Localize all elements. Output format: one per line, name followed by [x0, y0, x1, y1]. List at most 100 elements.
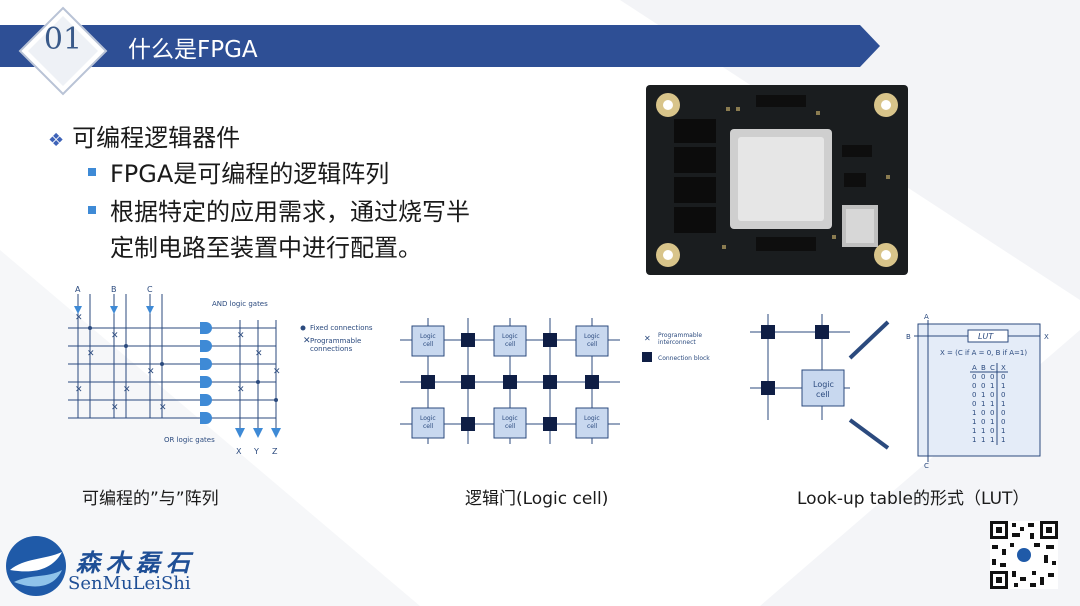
svg-text:X: X: [1044, 333, 1049, 341]
svg-text:✕: ✕: [159, 403, 167, 413]
legend-connections: connections: [310, 345, 353, 353]
pla-input-a: A: [75, 285, 81, 294]
sub-bullet-2: 根据特定的应用需求，通过烧写半: [88, 196, 470, 228]
lut-table-cell: 1: [972, 427, 976, 435]
svg-text:cell: cell: [816, 390, 830, 399]
svg-text:Logic: Logic: [420, 415, 436, 422]
svg-text:✕: ✕: [303, 336, 311, 346]
lut-table-cell: 0: [981, 373, 985, 381]
fpga-board-image: [646, 85, 908, 275]
svg-text:Logic: Logic: [813, 380, 834, 389]
diamond-bullet-icon: ❖: [48, 130, 65, 151]
legend-fixed-connections: Fixed connections: [310, 324, 373, 332]
lut-table-cell: 0: [1001, 373, 1005, 381]
legend-programmable: Programmable: [310, 337, 361, 345]
lut-table-cell: 1: [972, 418, 976, 426]
svg-text:cell: cell: [587, 341, 598, 348]
lut-table-cell: 1: [1001, 382, 1005, 390]
pla-output-y: Y: [253, 447, 259, 456]
svg-text:Logic: Logic: [502, 333, 518, 340]
legend-programmable-interconnect: Programmable: [658, 332, 702, 339]
company-logo: [6, 536, 66, 596]
lut-table-cell: 1: [990, 382, 994, 390]
lut-table-cell: 1: [972, 409, 976, 417]
pla-diagram: ✕ ✕ ✕ ✕ ✕ ✕ ✕ ✕ ✕ ✕ ✕ ✕ ✕ A B C AND logic gates O…: [68, 285, 373, 456]
lut-table-header: A: [972, 364, 977, 372]
lut-table-cell: 0: [972, 373, 976, 381]
lut-table-cell: 1: [981, 400, 985, 408]
svg-text:interconnect: interconnect: [658, 339, 696, 346]
main-bullet-text: 可编程逻辑器件: [72, 124, 241, 152]
lut-diagram: Logic cell LUT A B C X X = (C if A = 0, …: [750, 313, 1049, 470]
svg-text:✕: ✕: [75, 385, 83, 395]
lut-table-cell: 0: [972, 391, 976, 399]
header-band: [0, 25, 880, 67]
lut-caption: Look-up table的形式（LUT）: [797, 489, 1030, 509]
svg-text:C: C: [924, 462, 929, 470]
lut-table-header: C: [990, 364, 995, 372]
page-title: 什么是FPGA: [128, 37, 258, 63]
svg-text:✕: ✕: [273, 367, 281, 377]
svg-text:✕: ✕: [255, 349, 263, 359]
lut-table-cell: 0: [1001, 391, 1005, 399]
svg-text:✕: ✕: [237, 331, 245, 341]
pla-caption: 可编程的”与”阵列: [82, 489, 219, 509]
svg-text:LUT: LUT: [978, 332, 994, 341]
sub-bullet-text: 根据特定的应用需求，通过烧写半: [110, 198, 470, 226]
svg-text:cell: cell: [423, 341, 434, 348]
svg-text:✕: ✕: [75, 313, 83, 323]
legend-connection-block: Connection block: [658, 355, 710, 362]
lut-table-cell: 1: [990, 400, 994, 408]
lut-table-cell: 1: [990, 418, 994, 426]
svg-text:✕: ✕: [644, 334, 651, 343]
svg-text:cell: cell: [587, 423, 598, 430]
sub-bullet-1: FPGA是可编程的逻辑阵列: [88, 158, 389, 190]
svg-text:✕: ✕: [111, 331, 119, 341]
lut-table-cell: 0: [990, 409, 994, 417]
svg-text:✕: ✕: [147, 367, 155, 377]
square-bullet-icon: [88, 168, 96, 176]
logo-english-text: SenMuLeiShi: [68, 573, 191, 594]
pla-input-c: C: [147, 285, 153, 294]
logic-cell-caption: 逻辑门(Logic cell): [465, 489, 609, 509]
svg-text:B: B: [906, 333, 911, 341]
lut-table-cell: 1: [1001, 427, 1005, 435]
svg-text:✕: ✕: [237, 385, 245, 395]
svg-text:Logic: Logic: [420, 333, 436, 340]
lut-table-cell: 0: [972, 382, 976, 390]
svg-text:A: A: [924, 313, 929, 321]
and-gates-label: AND logic gates: [212, 300, 268, 308]
svg-text:✕: ✕: [123, 385, 131, 395]
svg-text:cell: cell: [505, 423, 516, 430]
lut-table-cell: 1: [990, 436, 994, 444]
lut-table-cell: 1: [972, 436, 976, 444]
svg-text:✕: ✕: [111, 403, 119, 413]
lut-table-cell: 1: [1001, 436, 1005, 444]
lut-table-cell: 1: [981, 427, 985, 435]
svg-text:✕: ✕: [87, 349, 95, 359]
lut-table-cell: 0: [990, 373, 994, 381]
lut-table-cell: 0: [981, 382, 985, 390]
lut-table-header: X: [1001, 364, 1006, 372]
lut-table-cell: 1: [981, 391, 985, 399]
svg-text:cell: cell: [423, 423, 434, 430]
lut-table-cell: 0: [981, 418, 985, 426]
lut-table-cell: 0: [1001, 409, 1005, 417]
qr-code[interactable]: [990, 521, 1058, 589]
svg-text:Logic: Logic: [584, 333, 600, 340]
logo-chinese-text: 森木磊石: [76, 548, 196, 577]
sub-bullet-2-continued: 定制电路至装置中进行配置。: [110, 234, 422, 262]
lut-table-header: B: [981, 364, 986, 372]
lut-table-cell: 0: [990, 391, 994, 399]
lut-table-cell: 0: [972, 400, 976, 408]
section-number: 01: [43, 22, 83, 57]
lut-table-cell: 0: [1001, 418, 1005, 426]
lut-table-cell: 0: [981, 409, 985, 417]
pla-input-b: B: [111, 285, 117, 294]
svg-text:Logic: Logic: [502, 415, 518, 422]
main-bullet: ❖ 可编程逻辑器件: [48, 118, 240, 153]
or-gates-label: OR logic gates: [164, 436, 215, 444]
sub-bullet-text: FPGA是可编程的逻辑阵列: [110, 160, 390, 188]
square-bullet-icon: [88, 206, 96, 214]
